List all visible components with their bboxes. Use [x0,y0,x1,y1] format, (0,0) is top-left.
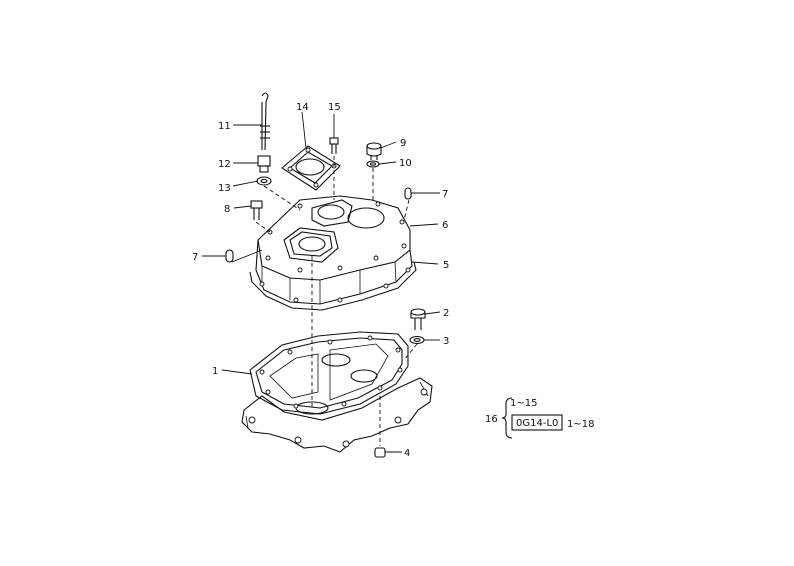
callout-7-upper: 7 [442,189,448,200]
callout-4: 4 [404,448,410,459]
kit-number: 16 [485,414,498,425]
callout-6: 6 [442,220,448,231]
part-15-bolt [329,137,339,154]
kit-reference: 16 1~15 0G14-L0 1~18 [485,397,594,439]
callout-12: 12 [218,159,231,170]
leader-lines [202,111,441,453]
callout-15: 15 [328,102,341,113]
callout-8: 8 [224,204,230,215]
callout-14: 14 [296,102,309,113]
callout-11: 11 [218,121,231,132]
part-5-upper-housing [249,195,417,311]
kit-code-box [511,414,563,431]
callout-labels: 11 12 13 14 15 9 10 7 6 8 7 5 2 3 1 4 [192,102,449,459]
part-7-dowel-pin-upper [404,187,412,200]
callout-1: 1 [212,366,218,377]
kit-brace [501,397,513,439]
callout-10: 10 [399,158,412,169]
part-4-drain-plug [374,447,386,458]
callout-3: 3 [443,336,449,347]
part-14-cover-plate [281,145,341,191]
part-7-dowel-pin-left [225,249,234,263]
callout-2: 2 [443,308,449,319]
callout-9: 9 [400,138,406,149]
kit-range-right: 1~18 [567,419,594,430]
kit-code: 0G14-L0 [516,418,558,429]
part-3-washer [409,335,425,345]
part-10-washer [366,160,380,168]
part-8-bolt [250,200,263,220]
assembly-lines [255,156,418,446]
part-12-guide-tube [257,155,271,173]
kit-range-top: 1~15 [510,398,537,409]
part-1-lower-housing [241,331,433,453]
callout-5: 5 [443,260,449,271]
part-9-plug [366,142,382,160]
part-13-washer [256,176,272,186]
part-2-bolt [410,308,426,330]
callout-13: 13 [218,183,231,194]
part-11-dipstick [260,92,270,151]
callout-7-left: 7 [192,252,198,263]
